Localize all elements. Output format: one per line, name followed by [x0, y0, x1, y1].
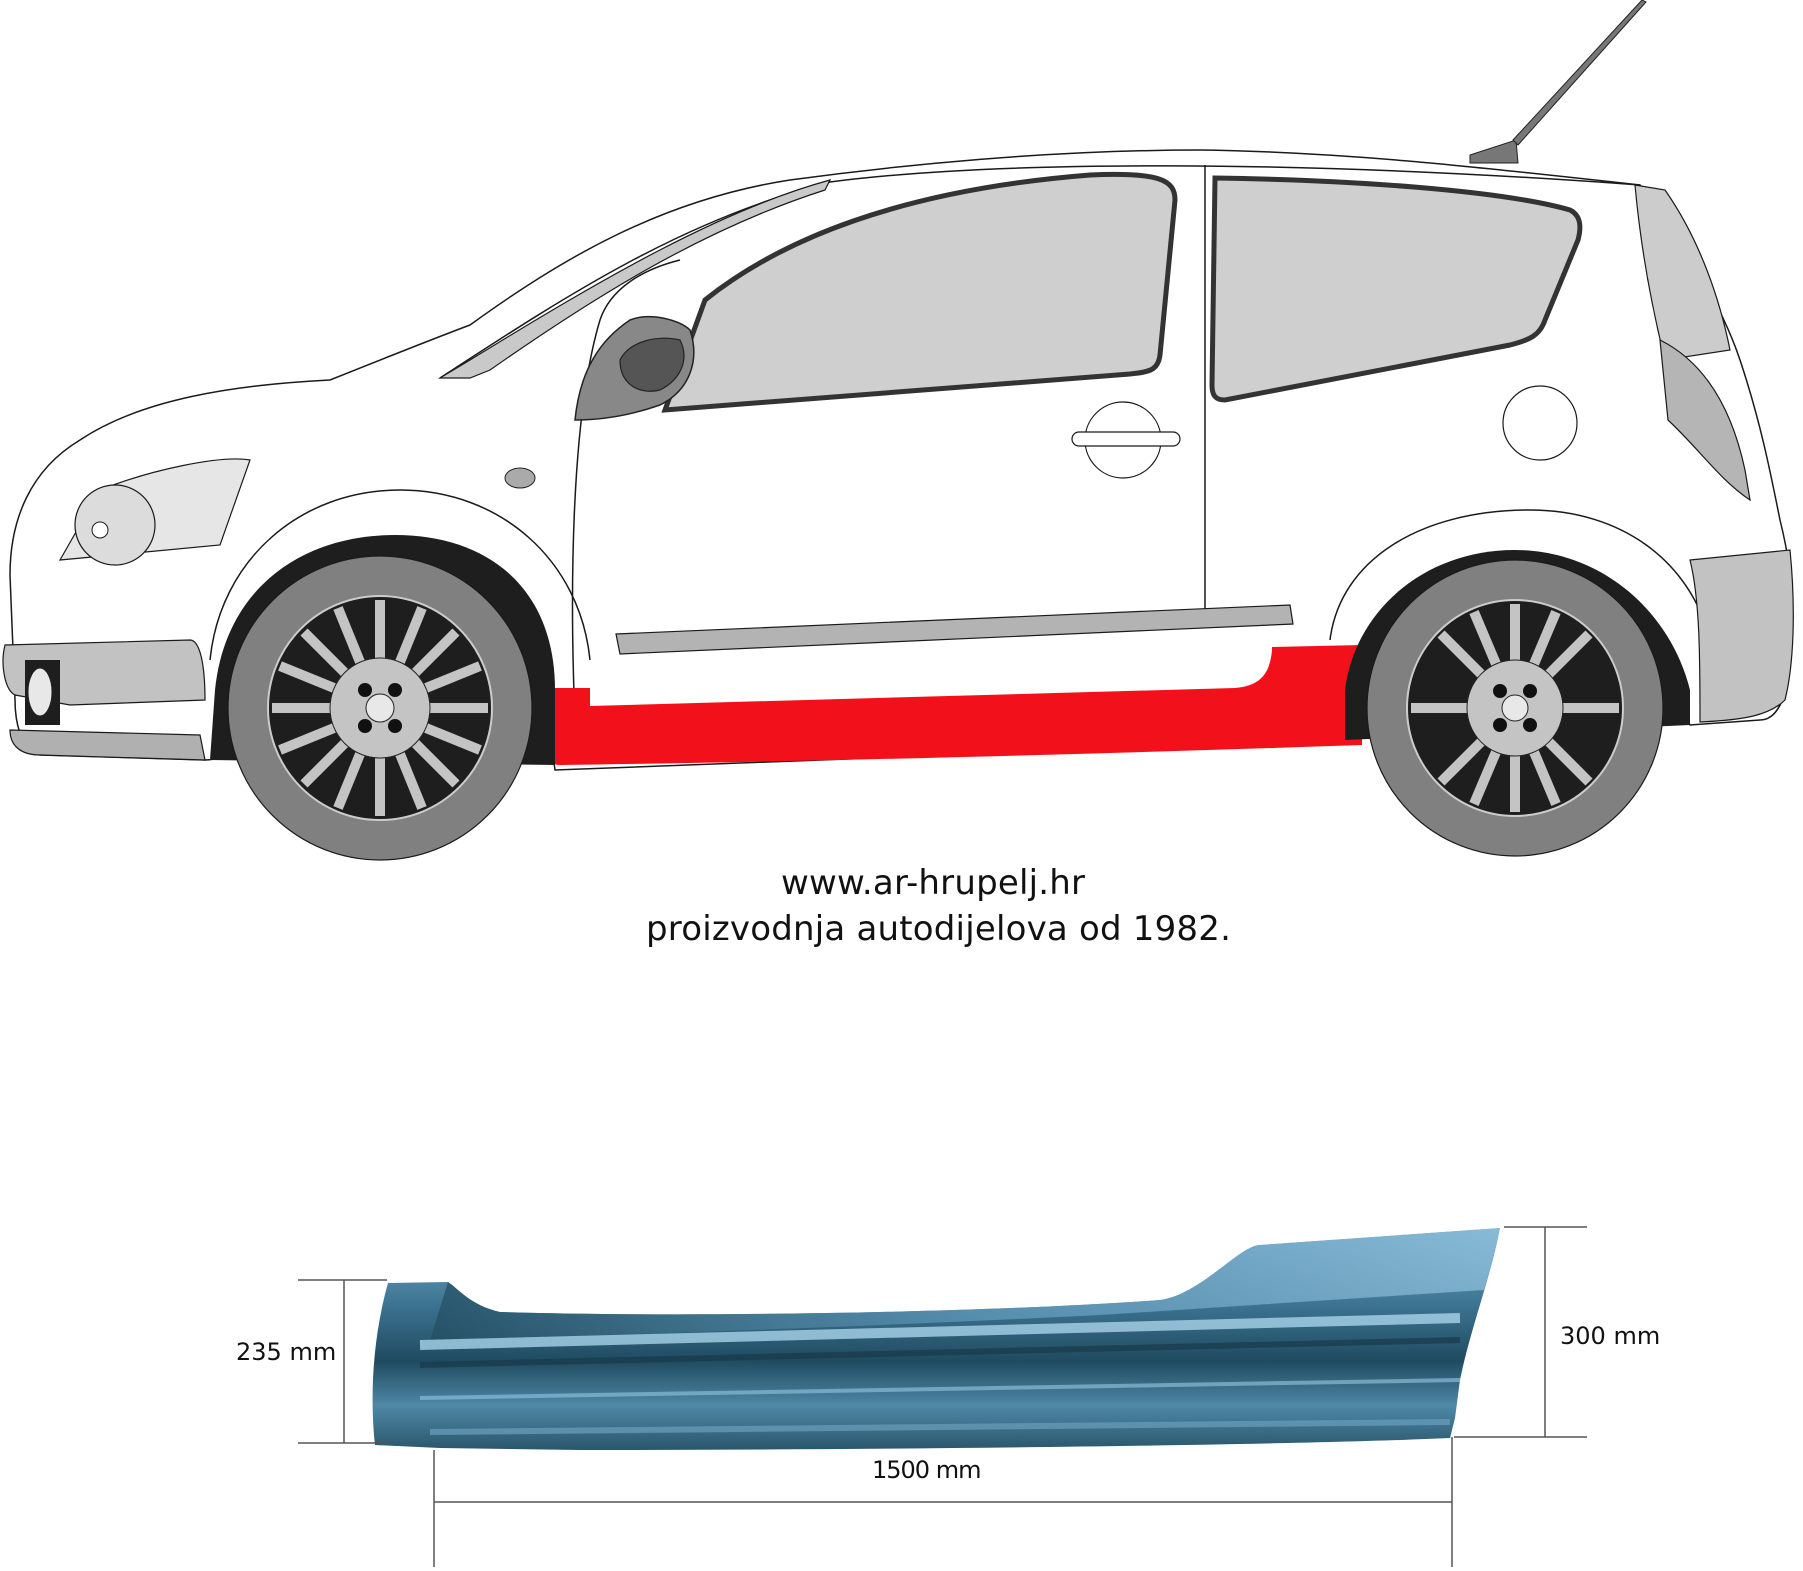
side-marker [504, 467, 536, 489]
rear-window [1209, 175, 1583, 403]
side-trim [615, 604, 1294, 655]
tail-light [1659, 338, 1751, 502]
antenna-icon [1469, 0, 1647, 164]
dimension-lines [298, 1226, 1587, 1567]
highlighted-sill-panel [548, 645, 1362, 765]
front-wheel [210, 535, 555, 861]
door-handle-icon [1071, 401, 1181, 479]
right-height-label: 300 mm [1560, 1322, 1661, 1350]
fuel-cap-icon [1502, 385, 1578, 461]
front-bumper [2, 639, 206, 761]
rear-bumper [1689, 549, 1794, 723]
headlight [58, 458, 251, 566]
sill-part-image [372, 1228, 1500, 1450]
front-window [661, 171, 1178, 413]
length-label: 1500 mm [872, 1456, 981, 1484]
rear-wheel [1345, 550, 1690, 857]
tagline-caption: proizvodnja autodijelova od 1982. [646, 909, 1232, 949]
wheel-spokes [272, 600, 488, 816]
left-height-label: 235 mm [236, 1338, 337, 1366]
website-caption: www.ar-hrupelj.hr [781, 863, 1086, 903]
fog-light [27, 667, 53, 717]
windshield [437, 179, 832, 379]
